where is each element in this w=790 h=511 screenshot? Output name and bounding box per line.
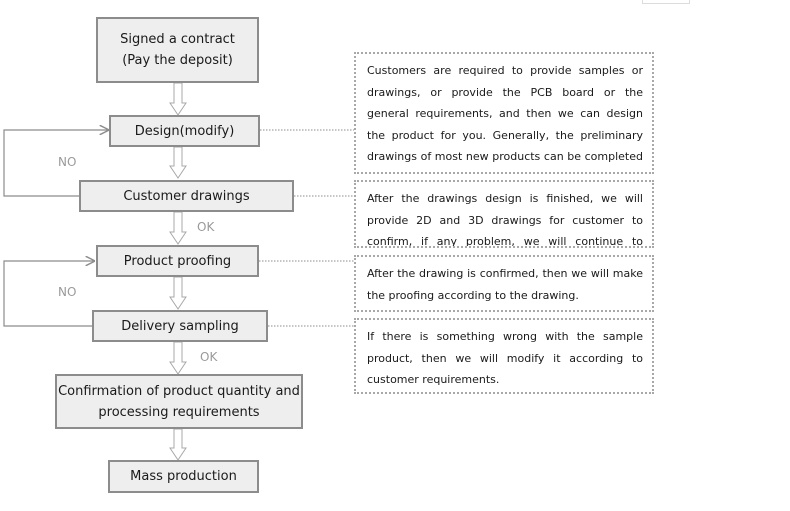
feedback-loop-1 xyxy=(3,130,108,197)
no-label: NO xyxy=(58,285,77,299)
down-arrow-icon xyxy=(169,276,187,310)
down-arrow-icon xyxy=(169,82,187,116)
note-proofing: After the drawing is confirmed, then we … xyxy=(354,255,654,312)
down-arrow-icon xyxy=(169,428,187,461)
down-arrow-icon xyxy=(169,341,187,375)
step-confirmation: Confirmation of product quantity and pro… xyxy=(55,374,303,429)
step-delivery-sampling: Delivery sampling xyxy=(92,310,268,342)
note-sampling: If there is something wrong with the sam… xyxy=(354,318,654,394)
down-arrow-icon xyxy=(169,146,187,179)
window-corner-fragment xyxy=(642,0,690,4)
step-design: Design(modify) xyxy=(109,115,260,147)
note-drawings: After the drawings design is finished, w… xyxy=(354,180,654,248)
step-mass-production: Mass production xyxy=(108,460,259,493)
feedback-loop-2 xyxy=(3,261,94,327)
down-arrow-icon xyxy=(169,211,187,245)
no-label: NO xyxy=(58,155,77,169)
step-customer-drawings: Customer drawings xyxy=(79,180,294,212)
step-product-proofing: Product proofing xyxy=(96,245,259,277)
ok-label: OK xyxy=(197,220,215,234)
step-signed-contract: Signed a contract (Pay the deposit) xyxy=(96,17,259,83)
note-design: Customers are required to provide sample… xyxy=(354,52,654,174)
ok-label: OK xyxy=(200,350,218,364)
